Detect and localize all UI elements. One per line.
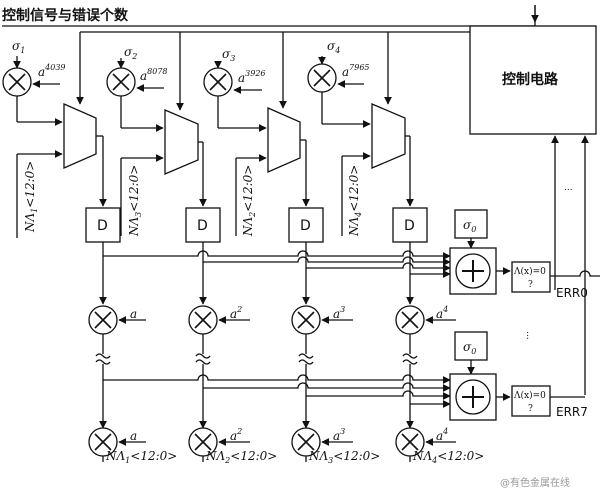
multiplier-top-2 [106, 67, 136, 97]
sigma-1-label: σ1 [12, 39, 25, 55]
adder-plus-1 [455, 253, 491, 289]
output-3: NΛ3<12:0> [308, 449, 380, 465]
bottom-a-1: a [130, 429, 137, 443]
bottom-multipliers: a NΛ1<12:0> a2 NΛ2<12:0> a3 NΛ3<12:0> a4… [88, 427, 484, 465]
bottom-a-4: a4 [436, 427, 448, 443]
column-4: σ4 a7965 NΛ4<12:0> D [307, 32, 428, 305]
bottom-a-3: a3 [333, 427, 345, 443]
check-q-1: ? [528, 280, 533, 290]
multiplier-row2-4 [395, 305, 425, 335]
check-label-1: Λ(x)=0 [513, 266, 546, 277]
err0-label: ERR0 [556, 286, 588, 300]
mux-3 [267, 107, 301, 173]
bottom-a-2: a2 [230, 427, 242, 443]
sigma0-box-1 [454, 209, 488, 239]
delay-d-4-label: D [404, 218, 415, 234]
a-exp-4-label: a7965 [342, 63, 370, 79]
control-circuit-box [469, 25, 597, 135]
delay-d-1-label: D [97, 218, 108, 234]
row2-a-2: a2 [230, 305, 242, 321]
adder-plus-2 [455, 379, 491, 415]
row2-a-4: a4 [436, 305, 448, 321]
row2-a-3: a3 [333, 305, 345, 321]
multiplier-top-1 [2, 67, 32, 97]
sigma-3-label: σ3 [222, 47, 235, 63]
output-2: NΛ2<12:0> [205, 449, 277, 465]
a-exp-1-label: a4039 [38, 63, 66, 79]
sigma-4-label: σ4 [327, 39, 340, 55]
multiplier-row2-1 [88, 305, 118, 335]
sigma0-label-1: σ0 [463, 218, 476, 234]
mux-1 [63, 103, 97, 169]
break-marks [95, 334, 418, 429]
err7-label: ERR7 [556, 405, 588, 419]
vertical-input-2: NΛ3<12:0> [127, 165, 143, 237]
mux-2 [164, 109, 199, 175]
column-1: σ1 a4039 NΛ1<12:0> D [2, 32, 121, 305]
row2-a-1: a [130, 307, 137, 321]
vertical-input-1: NΛ1<12:0> [23, 161, 39, 233]
delay-d-1 [85, 207, 121, 243]
diagram-title: 控制信号与错误个数 [2, 7, 129, 24]
middle-ellipsis: ... [524, 331, 534, 340]
a-exp-2-label: a8078 [140, 67, 168, 83]
delay-d-3-label: D [300, 218, 311, 234]
check-label-2: Λ(x)=0 [513, 390, 546, 401]
multiplier-top-4 [307, 63, 337, 93]
delay-d-2-label: D [197, 218, 208, 234]
a-exp-3-label: a3926 [238, 69, 266, 85]
output-1: NΛ1<12:0> [105, 449, 177, 465]
column-2: σ2 a8078 NΛ3<12:0> D [106, 32, 221, 305]
check-q-2: ? [528, 404, 533, 414]
delay-d-4 [392, 207, 428, 243]
vertical-input-3: NΛ2<12:0> [241, 165, 257, 237]
sigma0-box-2 [454, 331, 488, 361]
lower-bus-lines [103, 374, 451, 408]
vertical-input-4: NΛ4<12:0> [347, 165, 363, 237]
column-3: σ3 a3926 NΛ2<12:0> D [203, 32, 324, 305]
err0-line [550, 270, 600, 277]
watermark: @有色金属在线 [500, 476, 570, 489]
check-box-2 [511, 385, 551, 417]
sigma-2-label: σ2 [124, 45, 137, 61]
multiplier-top-3 [203, 67, 233, 97]
sigma0-label-2: σ0 [463, 340, 476, 356]
multiplier-row2-2 [188, 305, 218, 335]
row2-multipliers: a a2 a3 a4 [88, 305, 456, 335]
upper-bus-lines [103, 250, 451, 278]
control-circuit-label: 控制电路 [502, 71, 559, 88]
check-box-1 [511, 261, 551, 293]
feedback-ellipsis: ... [564, 183, 573, 193]
multiplier-row2-3 [291, 305, 321, 335]
output-4: NΛ4<12:0> [412, 449, 484, 465]
mux-4 [371, 103, 406, 169]
